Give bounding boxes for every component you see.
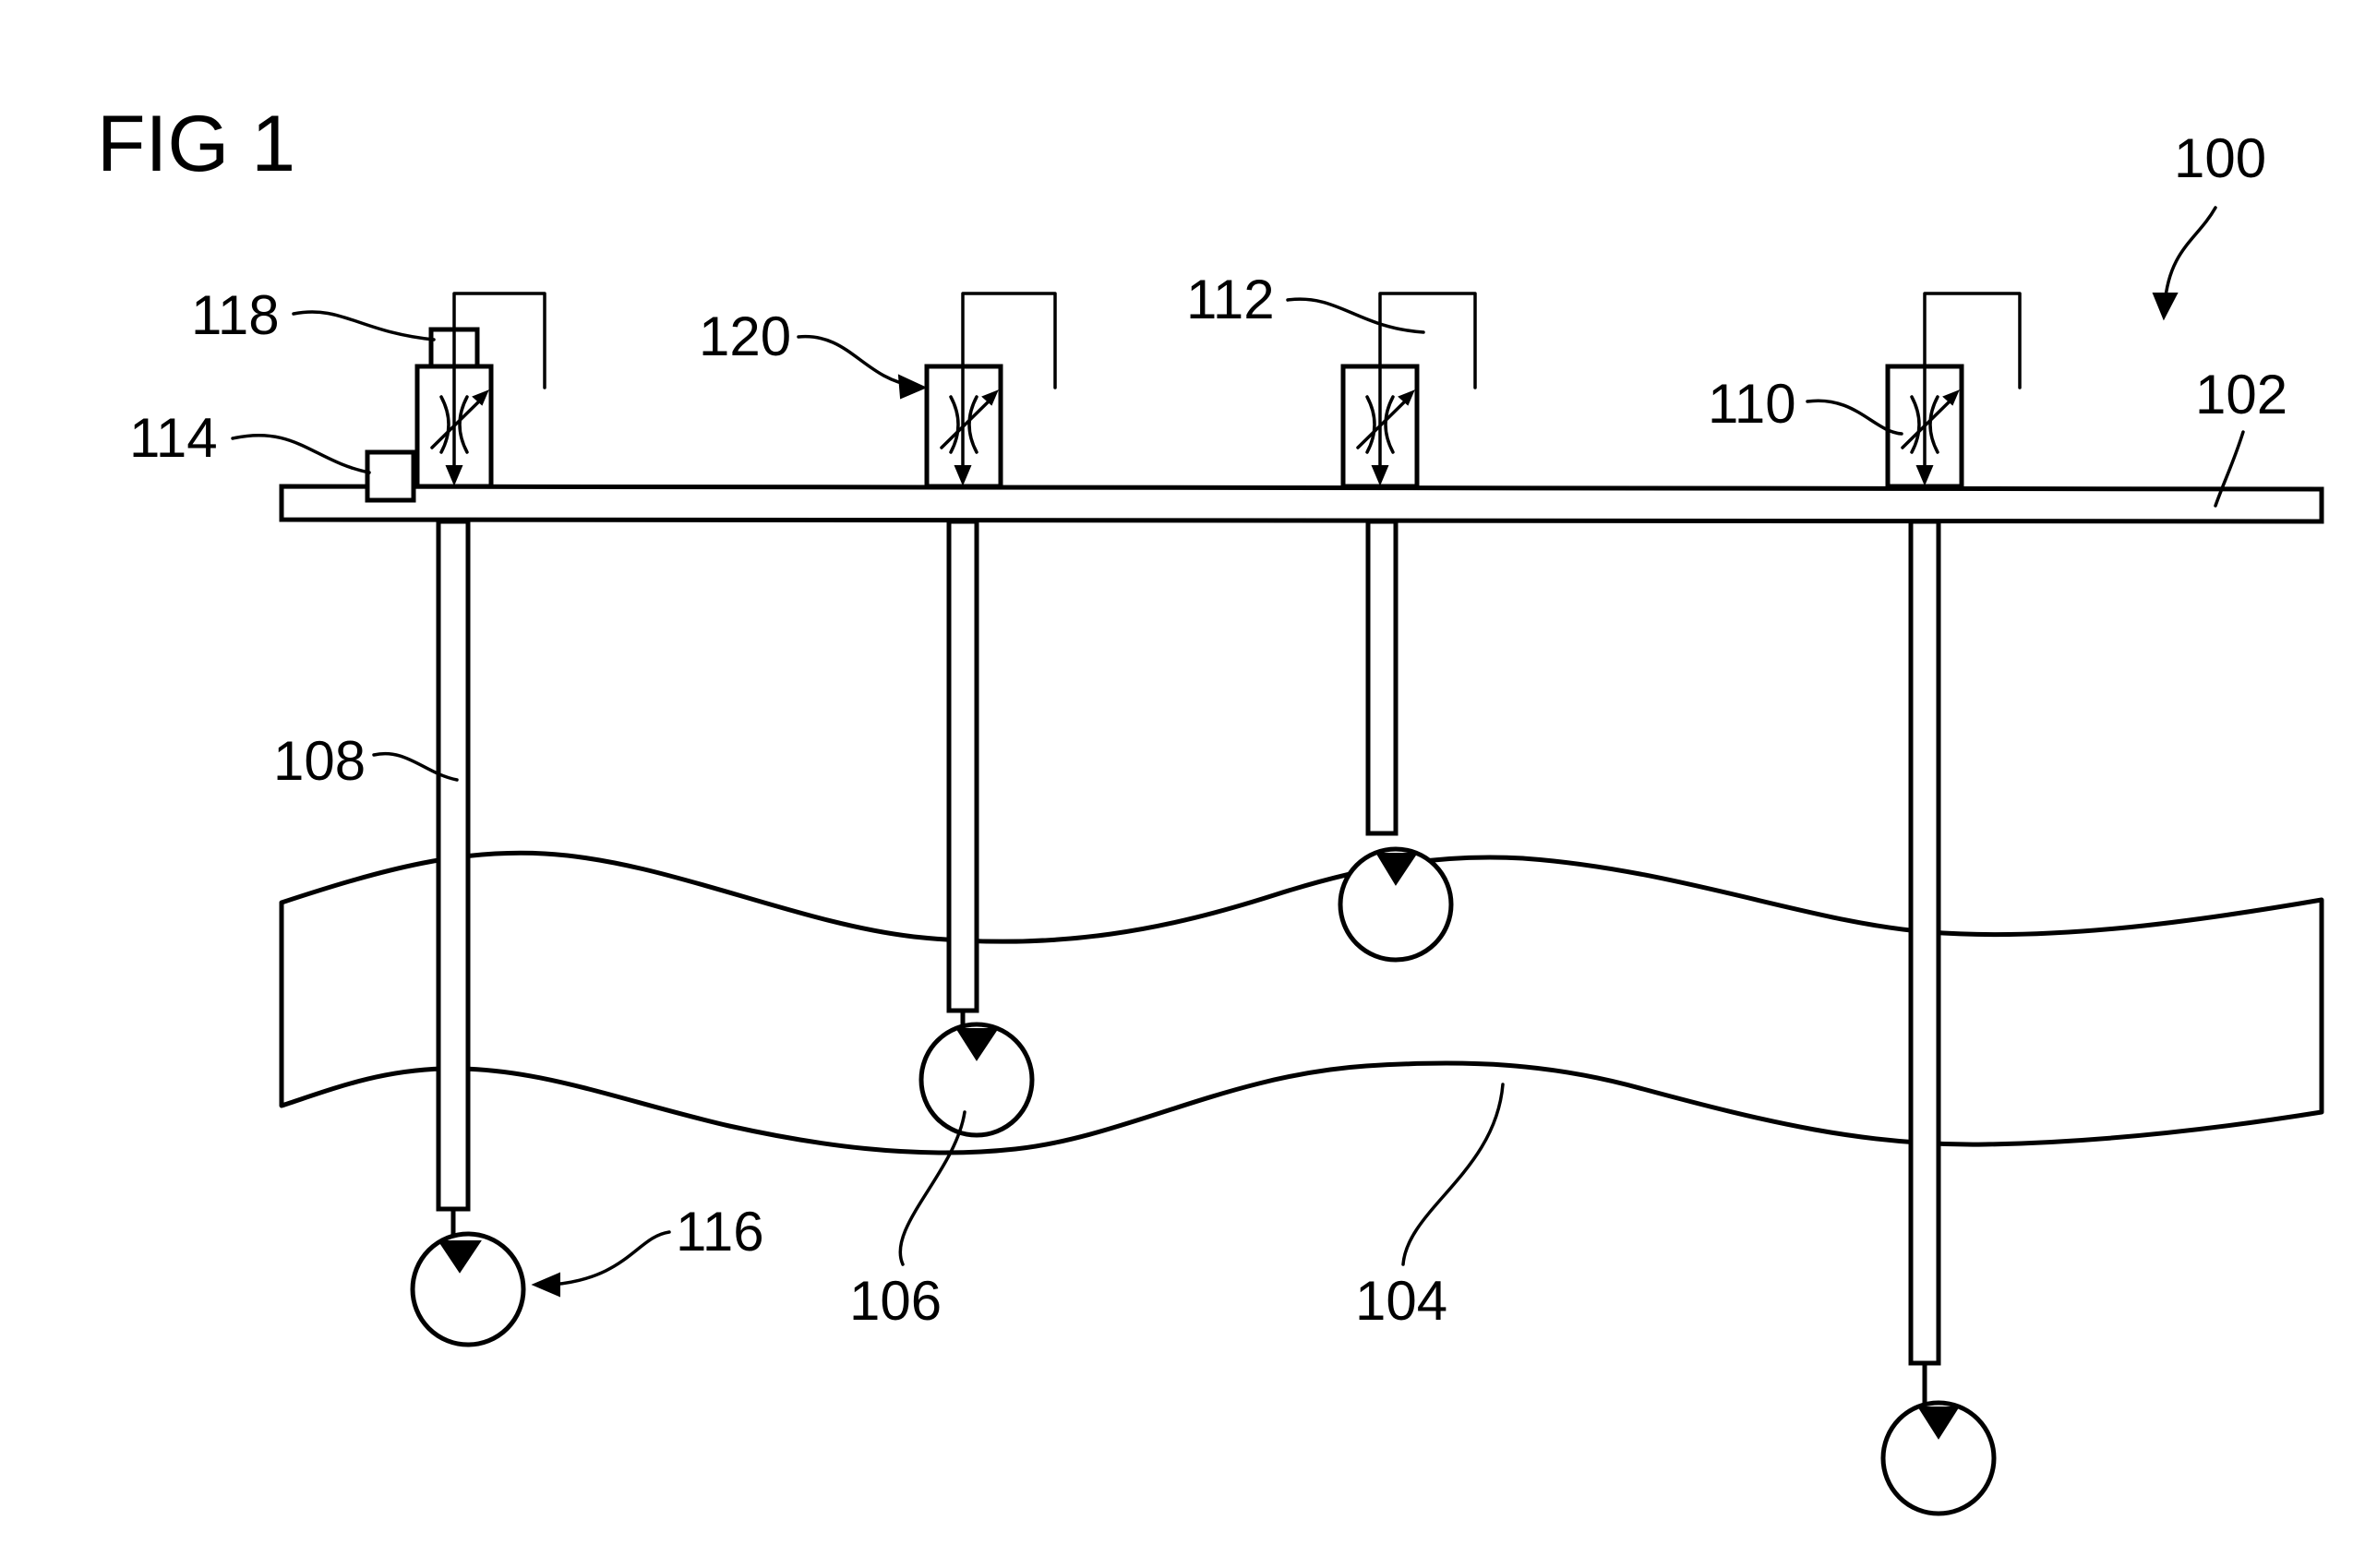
leader-118	[292, 310, 436, 341]
well-1-arrowhead	[438, 1240, 482, 1274]
label-118: 118	[191, 284, 280, 346]
label-110: 110	[1708, 373, 1796, 435]
leader-102	[2214, 430, 2245, 508]
throttle-valve-3-icon	[1356, 389, 1415, 454]
leader-112	[1286, 297, 1425, 334]
leader-106	[898, 1110, 966, 1266]
well-target-4	[1880, 1400, 1997, 1516]
label-112: 112	[1186, 269, 1275, 330]
leader-116	[550, 1230, 671, 1287]
label-104: 104	[1355, 1270, 1447, 1332]
label-108: 108	[273, 730, 366, 792]
leader-116-arrow	[531, 1272, 560, 1298]
valve-1-flow-arrow	[445, 465, 463, 486]
valve-4-flow-arrow	[1915, 465, 1934, 486]
well-pipe-1	[436, 519, 471, 1212]
well-target-1	[410, 1231, 526, 1347]
valve-2-flow-arrow	[954, 465, 972, 486]
ground-surface	[279, 484, 2324, 524]
well-2-arrowhead	[955, 1028, 999, 1061]
well-3-arrowhead	[1375, 853, 1418, 886]
well-pipe-3	[1365, 519, 1399, 836]
valve-1-flow-line	[452, 292, 546, 482]
leader-120	[797, 335, 916, 388]
well-pipe-2	[946, 519, 979, 1013]
label-114: 114	[129, 407, 218, 469]
throttle-valve-1-icon	[430, 389, 489, 454]
reservoir-layer	[279, 850, 2324, 1155]
figure-title: FIG 1	[97, 100, 295, 188]
sensor-114	[365, 449, 416, 503]
label-100: 100	[2174, 127, 2266, 189]
valve-4-flow-line	[1923, 292, 2022, 482]
valve-3-flow-line	[1378, 292, 1477, 482]
throttle-valve-2-icon	[940, 389, 999, 454]
leader-100	[2163, 206, 2217, 306]
well-target-2	[918, 1022, 1035, 1138]
well-pipe-4	[1908, 519, 1941, 1366]
leader-104	[1401, 1083, 1505, 1266]
well-target-3	[1338, 846, 1454, 963]
leader-114	[231, 433, 371, 474]
valve-2-flow-line	[961, 292, 1057, 482]
leader-100-arrow	[2152, 293, 2179, 321]
leader-108	[372, 751, 459, 782]
well-4-arrowhead	[1917, 1406, 1960, 1440]
label-116: 116	[676, 1201, 764, 1263]
label-102: 102	[2195, 364, 2287, 425]
throttle-valve-4-icon	[1901, 389, 1960, 454]
label-106: 106	[849, 1270, 942, 1332]
valve-3-flow-arrow	[1371, 465, 1389, 486]
leader-120-arrow	[897, 374, 928, 400]
label-120: 120	[699, 305, 791, 367]
leader-110	[1806, 399, 1903, 436]
